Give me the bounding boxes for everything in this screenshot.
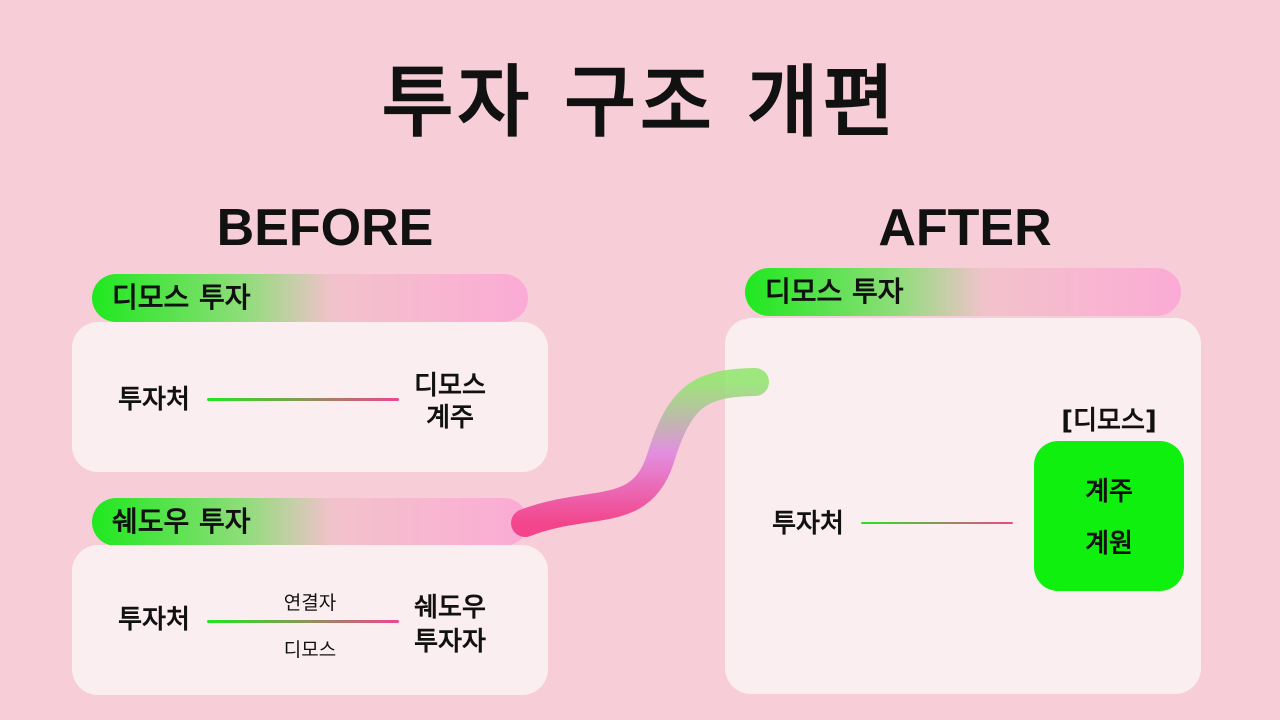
before-dimos-card — [72, 322, 548, 472]
before-shadow-connector-line — [207, 620, 399, 623]
dimos-invest-pill: 디모스 투자 — [92, 274, 528, 322]
page-title: 투자 구조 개편 — [381, 58, 899, 148]
after-dimos-invest-pill: 디모스 투자 — [745, 268, 1181, 316]
before-dimos-source: 투자처 — [118, 385, 190, 415]
before-dimos-target-1: 디모스 — [414, 371, 486, 401]
connector-label-top: 연결자 — [283, 592, 337, 614]
group-item: 계원 — [1085, 529, 1133, 559]
connector-label-bottom: 디모스 — [283, 639, 337, 661]
shadow-invest-pill: 쉐도우 투자 — [92, 498, 528, 546]
dimos-group-box — [1034, 441, 1184, 591]
before-heading: BEFORE — [216, 199, 434, 257]
transition-curve-path — [511, 368, 769, 537]
before-dimos-target-2: 계주 — [426, 403, 474, 433]
after-heading: AFTER — [878, 199, 1052, 257]
before-shadow-target-1: 쉐도우 — [414, 593, 486, 623]
dimos-group-label: [디모스] — [1061, 406, 1157, 436]
before-dimos-connector-line — [207, 398, 399, 401]
before-shadow-target-2: 투자자 — [414, 627, 486, 657]
after-connector-line — [861, 522, 1013, 524]
after-source: 투자처 — [772, 509, 844, 539]
group-item: 계주 — [1085, 477, 1133, 507]
before-shadow-source: 투자처 — [118, 605, 190, 635]
